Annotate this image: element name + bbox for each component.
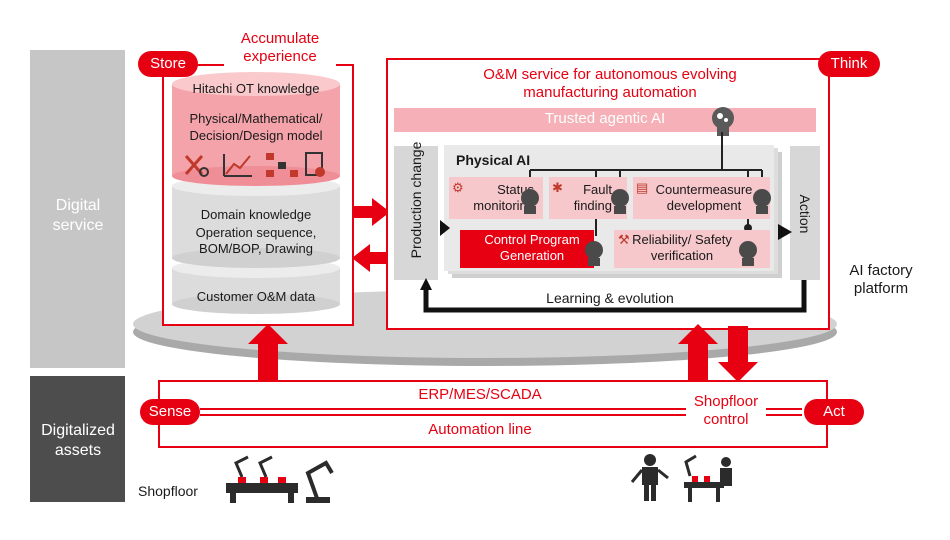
digital-service-band bbox=[30, 50, 125, 368]
models-text: Physical/Mathematical/ Decision/Design m… bbox=[189, 111, 323, 143]
trusted-agentic-ai-bar bbox=[394, 108, 816, 132]
domain-knowledge-items: Operation sequence, BOM/BOP, Drawing bbox=[195, 225, 317, 256]
shopfloor-robots-left bbox=[226, 455, 334, 503]
robot-head-icon bbox=[753, 189, 771, 214]
automation-line-label: Automation line bbox=[428, 421, 532, 438]
ai-head-icon bbox=[712, 107, 734, 136]
fault-finding-icon: ✱ bbox=[552, 180, 563, 195]
agent-robot-icons bbox=[521, 189, 771, 266]
document-gear-icon bbox=[305, 152, 325, 177]
trusted-agentic-ai-label: Trusted agentic AI bbox=[544, 110, 666, 127]
physical-ai-title: Physical AI bbox=[456, 152, 531, 168]
status-monitoring-icon: ⚙ bbox=[452, 180, 464, 195]
sense-act-line-top bbox=[200, 408, 802, 410]
vertical-arrows bbox=[248, 324, 758, 382]
robot-head-icon bbox=[739, 241, 757, 266]
domain-knowledge-title: Domain knowledge bbox=[200, 207, 312, 222]
robot-head-icon bbox=[611, 189, 629, 214]
sense-pill: Sense bbox=[140, 399, 200, 425]
sense-act-line-bottom bbox=[200, 414, 802, 416]
shopfloor-humanoid-workers bbox=[630, 454, 732, 502]
fault-finding-label: Fault finding bbox=[573, 182, 612, 213]
customer-om-data: Customer O&M data bbox=[196, 289, 316, 304]
reliability-label: Reliability/ Safety verification bbox=[632, 232, 732, 263]
robot-head-icon bbox=[585, 241, 603, 266]
tools-icon bbox=[184, 155, 209, 177]
digitalized-assets-band bbox=[30, 376, 125, 502]
countermeasure-box[interactable] bbox=[633, 177, 770, 219]
flowchart-icon bbox=[266, 153, 298, 177]
think-panel-title: O&M service for autonomous evolving manu… bbox=[483, 66, 737, 101]
control-program-box[interactable] bbox=[460, 230, 594, 268]
ai-factory-platform-label: AI factory platform bbox=[849, 262, 913, 297]
act-pill: Act bbox=[804, 399, 864, 425]
control-program-label: Control Program Generation bbox=[484, 232, 580, 263]
accumulate-experience-label: Accumulate experience bbox=[224, 30, 336, 66]
digitalized-assets-label: Digitalized assets bbox=[41, 422, 115, 459]
store-pill: Store bbox=[138, 51, 198, 77]
action-pillar bbox=[790, 146, 820, 280]
learning-evolution-label: Learning & evolution bbox=[546, 290, 674, 306]
reliability-icon: ⚒ bbox=[618, 232, 630, 247]
production-change-pillar bbox=[394, 146, 438, 280]
think-pill: Think bbox=[818, 51, 880, 77]
chart-icon bbox=[223, 154, 252, 177]
shopfloor-control-label: Shopfloor control bbox=[686, 393, 766, 429]
countermeasure-label: Countermeasure development bbox=[655, 182, 753, 213]
process-arrows bbox=[420, 220, 807, 313]
hitachi-ot-knowledge: Hitachi OT knowledge bbox=[192, 81, 320, 96]
knowledge-database bbox=[172, 72, 340, 314]
robot-head-icon bbox=[521, 189, 539, 214]
countermeasure-icon: ▤ bbox=[636, 180, 649, 195]
erp-mes-scada-label: ERP/MES/SCADA bbox=[418, 386, 542, 403]
shopfloor-label: Shopfloor bbox=[138, 483, 198, 499]
digital-service-label: Digital service bbox=[52, 197, 104, 234]
store-think-arrows bbox=[352, 198, 390, 272]
model-icons bbox=[184, 152, 325, 177]
